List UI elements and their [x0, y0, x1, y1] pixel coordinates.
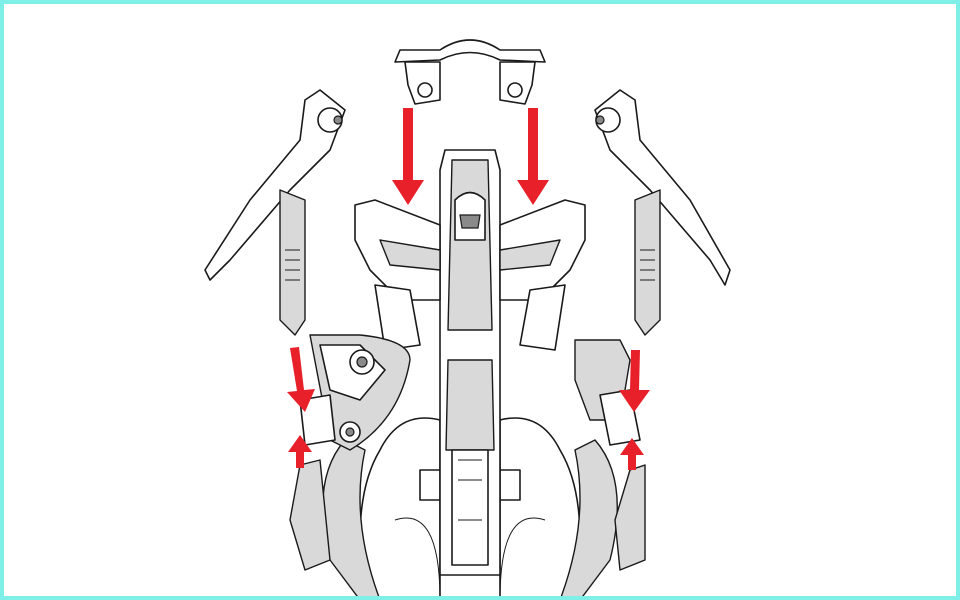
arrow-down-right-clip: [517, 108, 549, 205]
arrow-up-left-arm: [288, 435, 312, 468]
assembly-arrows: [287, 108, 650, 470]
arrow-down-left-clip: [392, 108, 424, 205]
arrow-up-right-arm: [620, 438, 644, 470]
arrow-down-left-wing: [287, 347, 315, 412]
arrow-down-right-wing: [619, 350, 650, 412]
left-wing: [204, 89, 346, 336]
torso-column: [439, 149, 501, 576]
right-wing: [594, 89, 731, 336]
robot-assembly-illustration: [204, 39, 731, 596]
lower-body: [322, 417, 618, 596]
left-arm: [289, 334, 411, 571]
top-clip-part: [394, 39, 546, 105]
right-arm: [574, 339, 646, 571]
chest-shoulders: [354, 199, 586, 351]
